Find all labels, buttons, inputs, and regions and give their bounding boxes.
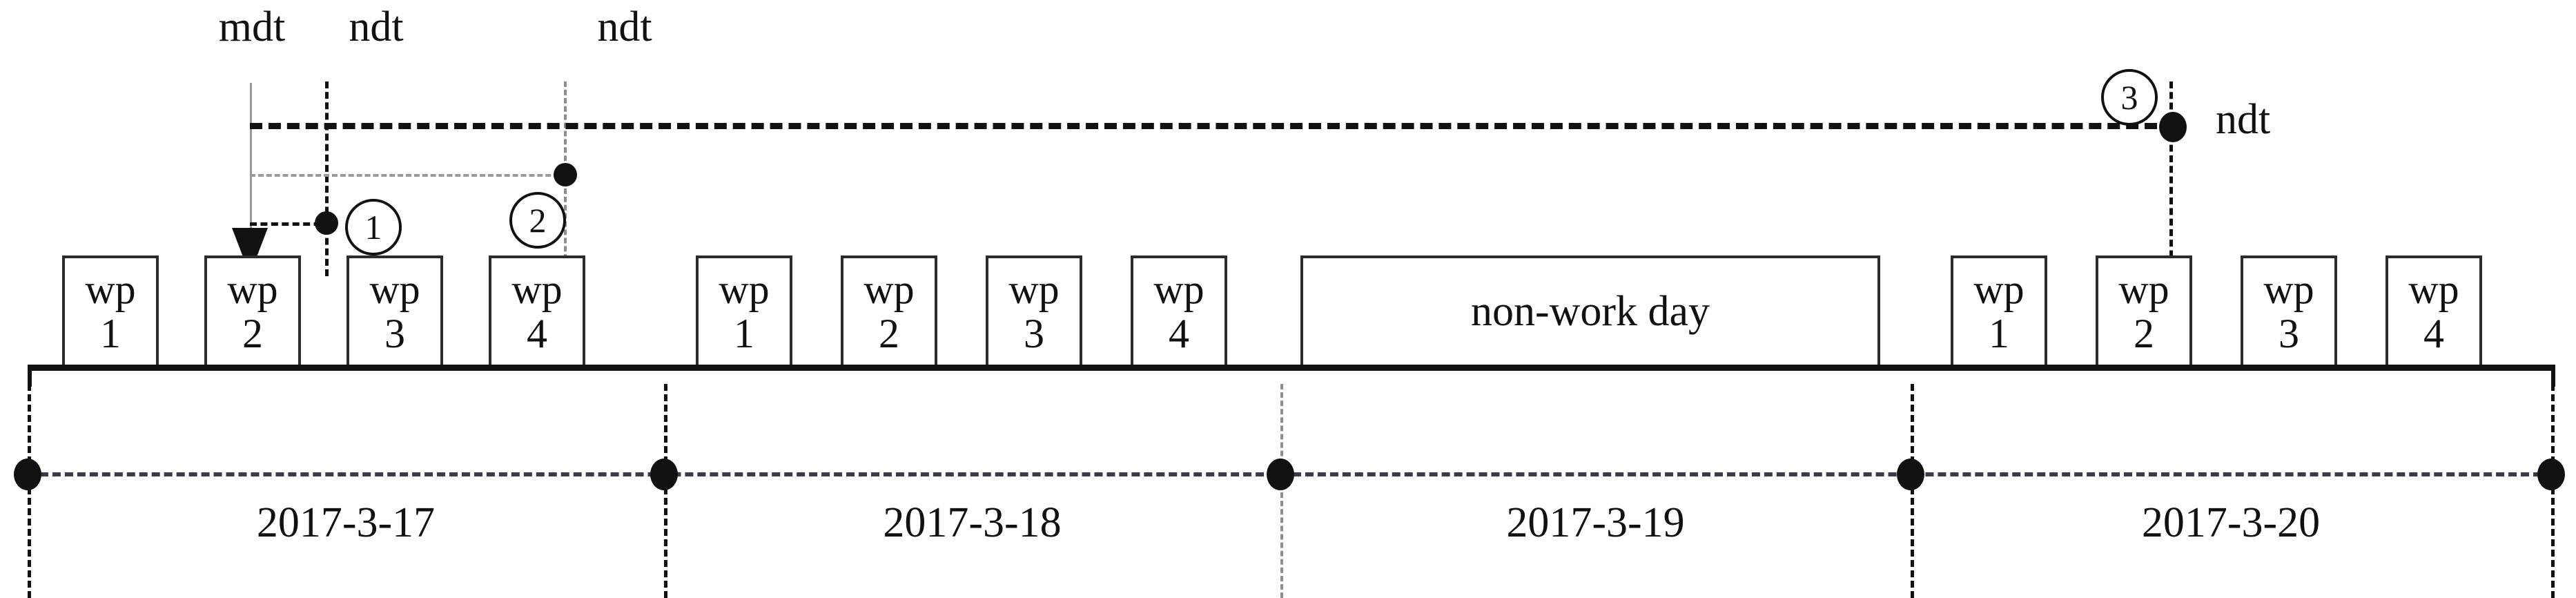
marker1-connector-line (250, 222, 331, 226)
date-label: 2017-3-20 (2141, 499, 2321, 546)
wp-box[interactable]: wp 1 (696, 255, 792, 367)
ndt1-guide-line (325, 81, 329, 276)
wp-box[interactable]: wp 3 (347, 255, 443, 367)
marker2-connector-line (250, 174, 567, 177)
wp-number: 3 (384, 311, 405, 356)
wp-number: 2 (242, 311, 263, 356)
marker-3-badge: 3 (2101, 69, 2158, 126)
date-axis-dot (650, 459, 678, 490)
wp-prefix: wp (227, 267, 278, 312)
timeline-baseline (28, 365, 2555, 371)
wp-box[interactable]: wp 1 (1951, 255, 2047, 367)
wp-box[interactable]: wp 4 (489, 255, 585, 367)
wp-box[interactable]: wp 3 (986, 255, 1082, 367)
day-boundary-line (28, 384, 31, 598)
day-boundary-line (2551, 384, 2555, 598)
wp-number: 2 (879, 311, 899, 356)
wp-prefix: wp (863, 267, 915, 312)
wp-number: 4 (1169, 311, 1189, 356)
day-boundary-line (1911, 384, 1914, 598)
marker-1-badge: 1 (345, 199, 402, 255)
date-axis-dot (1897, 459, 1924, 490)
wp-box[interactable]: wp 2 (2096, 255, 2192, 367)
wp-box[interactable]: wp 1 (62, 255, 159, 367)
wp-number: 1 (734, 311, 754, 356)
wp-box[interactable]: wp 3 (2241, 255, 2337, 367)
marker-2-badge: 2 (509, 192, 566, 249)
wp-prefix: wp (1008, 267, 1060, 312)
date-axis-dot (14, 459, 41, 490)
date-label: 2017-3-18 (883, 499, 1062, 546)
label-ndt-2: ndt (597, 3, 652, 50)
day-boundary-line (1280, 384, 1283, 598)
wp-prefix: wp (2408, 267, 2459, 312)
wp-number: 3 (2279, 311, 2299, 356)
day-boundary-line (664, 384, 667, 598)
wp-number: 3 (1024, 311, 1044, 356)
wp-box[interactable]: wp 2 (204, 255, 301, 367)
wp-number: 2 (2134, 311, 2154, 356)
marker3-dot (2159, 112, 2187, 142)
wp-box[interactable]: wp 4 (2385, 255, 2482, 367)
ndt3-guide-line (2169, 81, 2173, 278)
wp-number: 1 (100, 311, 121, 356)
non-work-day-label: non-work day (1470, 287, 1710, 335)
label-ndt-right: ndt (2216, 96, 2271, 143)
wp-box[interactable]: wp 2 (841, 255, 937, 367)
wp-prefix: wp (2263, 267, 2314, 312)
wp-prefix: wp (85, 267, 136, 312)
baseline-right-tick (2551, 365, 2555, 387)
wp-number: 4 (2423, 311, 2444, 356)
ndt-level-line (250, 123, 2176, 129)
mdt-guide-line (250, 83, 252, 259)
wp-prefix: wp (511, 267, 563, 312)
wp-number: 1 (1989, 311, 2009, 356)
baseline-left-tick (28, 365, 32, 387)
date-label: 2017-3-17 (256, 499, 436, 546)
label-ndt-1: ndt (349, 3, 404, 50)
wp-number: 4 (527, 311, 547, 356)
wp-box[interactable]: wp 4 (1131, 255, 1227, 367)
marker1-dot (315, 211, 338, 235)
date-axis-dot (2537, 459, 2565, 490)
label-mdt: mdt (218, 3, 286, 50)
marker2-dot (554, 163, 577, 186)
non-work-day-box[interactable]: non-work day (1300, 255, 1880, 367)
date-axis-dot (1267, 459, 1294, 490)
wp-prefix: wp (2118, 267, 2169, 312)
wp-prefix: wp (1973, 267, 2024, 312)
date-label: 2017-3-19 (1506, 499, 1685, 546)
wp-prefix: wp (369, 267, 420, 312)
wp-prefix: wp (719, 267, 770, 312)
wp-prefix: wp (1153, 267, 1204, 312)
